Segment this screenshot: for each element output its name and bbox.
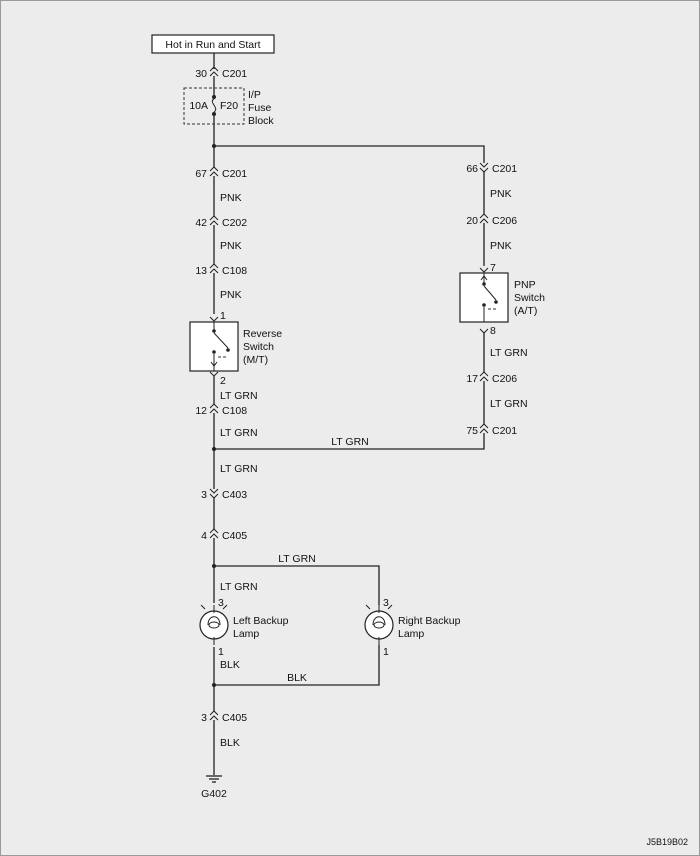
ground-icon [206, 775, 222, 783]
left-lamp-pin-top: 3 [218, 597, 224, 609]
pin-c108b: 12 [195, 405, 207, 417]
conn-c108b: C108 [222, 405, 247, 417]
wire-left-5: LT GRN [220, 427, 258, 439]
conn-c201-right: C201 [492, 163, 517, 175]
reverse-switch-label-2: Switch [243, 341, 274, 353]
pin-c403: 3 [201, 489, 207, 501]
fuse-block-label-3: Block [248, 115, 274, 127]
wire-left-2: PNK [220, 240, 242, 252]
cross-wire-label: LT GRN [331, 436, 369, 448]
wire-left-3: PNK [220, 289, 242, 301]
fuse-id: F20 [220, 100, 238, 112]
fuse-block-label-2: Fuse [248, 102, 272, 114]
wire-right-3: LT GRN [490, 347, 528, 359]
lamp-link-wire [214, 565, 380, 605]
pin-c405b: 3 [201, 712, 207, 724]
right-lamp-label-2: Lamp [398, 628, 424, 640]
wire-left-8: BLK [220, 659, 240, 671]
pin-c405: 4 [201, 530, 207, 542]
wire-right-1: PNK [490, 188, 512, 200]
right-lamp-pin-top: 3 [383, 597, 389, 609]
conn-c206b: C206 [492, 373, 517, 385]
pin-c201-top: 30 [195, 68, 207, 80]
pnp-switch-label-1: PNP [514, 279, 536, 291]
wire-left-1: PNK [220, 192, 242, 204]
wire-right-4: LT GRN [490, 398, 528, 410]
right-lamp-pin-bottom: 1 [383, 646, 389, 658]
right-lamp-label-1: Right Backup [398, 615, 461, 627]
cross-wire [214, 433, 485, 450]
reverse-switch-pin-1: 1 [220, 310, 226, 322]
conn-c202: C202 [222, 217, 247, 229]
conn-c201-left: C201 [222, 168, 247, 180]
wire-left-7: LT GRN [220, 581, 258, 593]
right-lamp-icon [364, 604, 394, 645]
wire-left-6: LT GRN [220, 463, 258, 475]
reverse-switch-label-1: Reverse [243, 328, 282, 340]
left-lamp-label-1: Left Backup [233, 615, 289, 627]
pin-c202: 42 [195, 217, 207, 229]
fuse-icon [211, 95, 217, 116]
pnp-switch-label-2: Switch [514, 292, 545, 304]
left-lamp-pin-bottom: 1 [218, 646, 224, 658]
reverse-switch-pin-2: 2 [220, 375, 226, 387]
left-lamp-icon [199, 604, 229, 645]
left-lamp-label-2: Lamp [233, 628, 259, 640]
ground-link-wire [214, 645, 380, 686]
conn-c201b: C201 [492, 425, 517, 437]
conn-c405b: C405 [222, 712, 247, 724]
conn-c403: C403 [222, 489, 247, 501]
pnp-switch-icon [480, 273, 498, 322]
conn-c405: C405 [222, 530, 247, 542]
wire-right-2: PNK [490, 240, 512, 252]
pnp-switch-label-3: (A/T) [514, 305, 537, 317]
pin-c108: 13 [195, 265, 207, 277]
branch-wire-right [214, 145, 485, 163]
fuse-block-outline [183, 87, 245, 125]
pin-c201b: 75 [466, 425, 478, 437]
fuse-block-label-1: I/P [248, 89, 261, 101]
wire-left-4: LT GRN [220, 390, 258, 402]
connector-chevrons [209, 66, 489, 721]
power-source-box [151, 34, 275, 54]
power-source-label: Hot in Run and Start [165, 39, 260, 51]
ground-label: G402 [201, 788, 227, 800]
conn-c201-top: C201 [222, 68, 247, 80]
pin-c206: 20 [466, 215, 478, 227]
conn-c108: C108 [222, 265, 247, 277]
reverse-switch-icon [210, 322, 230, 371]
conn-c206: C206 [492, 215, 517, 227]
pnp-switch-pin-8: 8 [490, 325, 496, 337]
lamp-link-wire-label: LT GRN [278, 553, 316, 565]
reverse-switch-label-3: (M/T) [243, 354, 268, 366]
pin-c206b: 17 [466, 373, 478, 385]
fuse-amps: 10A [189, 100, 208, 112]
wire-left-9: BLK [220, 737, 240, 749]
figure-id: J5B19B02 [646, 837, 688, 847]
pnp-switch-pin-7: 7 [490, 262, 496, 274]
pin-c201-left: 67 [195, 168, 207, 180]
pin-c201-right: 66 [466, 163, 478, 175]
ground-link-wire-label: BLK [287, 672, 307, 684]
